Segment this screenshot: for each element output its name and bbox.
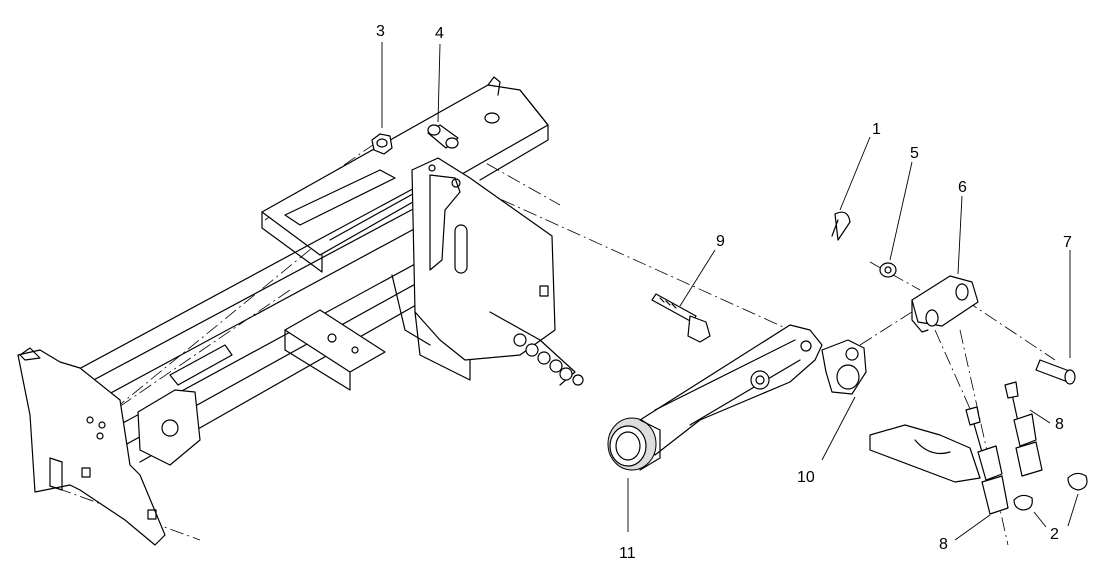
callout-labels: 3 4 1 5 6 7 9 8 10 11 8 2 [376,23,1072,562]
spring-detail [513,333,584,386]
callout-5: 5 [910,145,919,162]
retaining-clips [1013,472,1088,511]
leader-lines [381,42,1079,541]
nut-part [371,133,393,155]
bushing-part [427,124,459,149]
callout-9: 9 [716,233,725,250]
washer-part [879,262,897,278]
pedal-lever [607,324,867,471]
callout-6: 6 [958,179,967,196]
clevis-pin [1035,359,1076,385]
plate-part [869,424,981,483]
callout-4: 4 [435,25,444,42]
callout-1: 1 [872,121,881,138]
frame-assembly [17,76,584,546]
callout-3: 3 [376,23,385,40]
callout-2: 2 [1050,526,1059,543]
callout-10: 10 [797,469,815,486]
callout-7: 7 [1063,234,1072,251]
cotter-pin [831,211,851,241]
rod-assembly-left [965,406,1009,515]
callout-8-right: 8 [1055,416,1064,433]
assembly-center-lines [34,139,1056,546]
bolt-part [651,293,711,343]
callout-8-left: 8 [939,536,948,553]
clevis-bracket [911,275,979,333]
rod-assembly-right [1004,381,1043,477]
callout-11: 11 [619,545,636,562]
